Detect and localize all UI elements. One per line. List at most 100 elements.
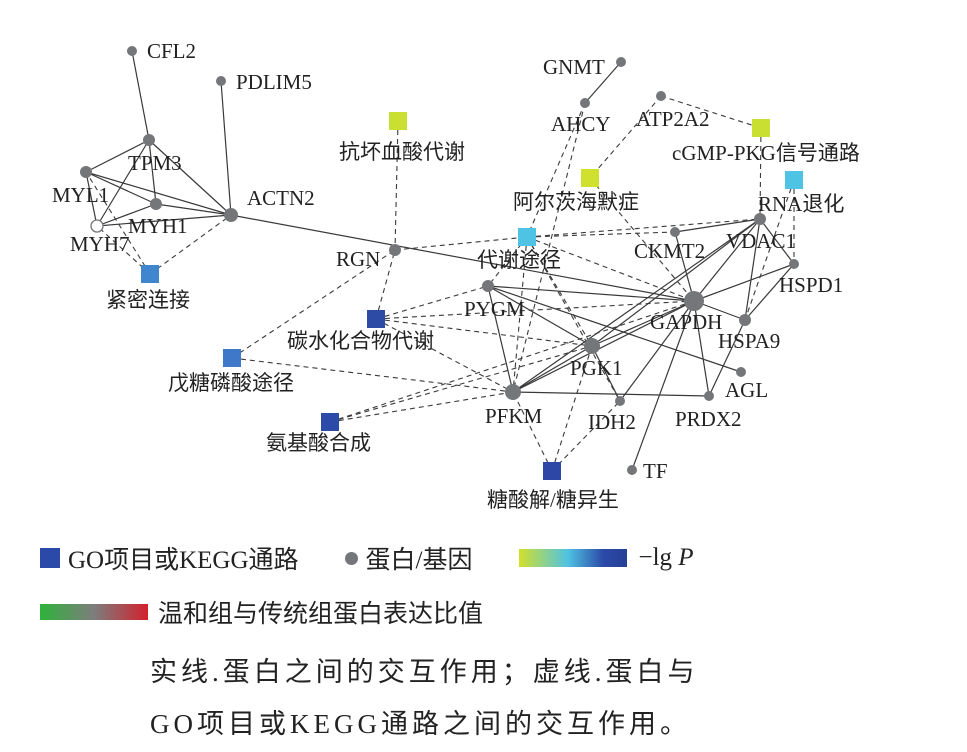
dashed-edge-amino-gapdh (329, 300, 695, 423)
node-label-ahcy: AHCY (551, 112, 611, 136)
edge-tpm3-actn2 (148, 139, 232, 216)
node-label-metabolic: 代谢途径 (477, 248, 561, 272)
term-node-cgmp[interactable] (752, 119, 770, 137)
protein-node-prdx2[interactable] (704, 391, 714, 401)
dashed-edge-carb-pfkm (375, 318, 514, 393)
edge-myh1-myh7 (96, 203, 157, 227)
legend-protein: 蛋白/基因 (344, 540, 473, 576)
protein-node-ckmt2[interactable] (670, 227, 680, 237)
protein-node-rgn[interactable] (389, 244, 401, 256)
term-node-carb[interactable] (367, 310, 385, 328)
protein-node-cfl2[interactable] (127, 46, 137, 56)
term-node-ascorbate[interactable] (389, 112, 407, 130)
edge-pgk1-idh2 (591, 345, 621, 402)
term-node-rna[interactable] (785, 171, 803, 189)
legend-protein-label: 蛋白/基因 (365, 547, 473, 574)
protein-node-vdac1[interactable] (754, 213, 766, 225)
node-label-gapdh: GAPDH (650, 310, 722, 334)
edge-cfl2-tpm3 (131, 50, 150, 141)
protein-node-pdlim5[interactable] (216, 76, 226, 86)
dashed-edge-cgmp-vdac1 (759, 127, 762, 220)
node-label-rgn: RGN (336, 247, 380, 271)
edge-gnmt-ahcy (584, 61, 622, 104)
protein-node-agl[interactable] (736, 367, 746, 377)
legend-ratio-gradient (40, 604, 148, 620)
protein-node-myh1[interactable] (150, 198, 162, 210)
edge-pfkm-prdx2 (512, 391, 710, 397)
node-label-myl1: MYL1 (52, 183, 109, 207)
edge-pfkm-vdac1 (512, 218, 761, 393)
node-label-pygm: PYGM (464, 297, 525, 321)
protein-node-gapdh[interactable] (684, 291, 704, 311)
dashed-edge-metabolic-idh2 (526, 236, 621, 402)
protein-node-hspd1[interactable] (789, 259, 799, 269)
node-label-pdlim5: PDLIM5 (236, 70, 312, 94)
term-node-metabolic[interactable] (518, 228, 536, 246)
node-label-rna: RNA退化 (758, 192, 844, 216)
edge-gapdh-vdac1 (693, 218, 761, 302)
edge-gapdh-tf (631, 300, 695, 471)
protein-node-pfkm[interactable] (505, 384, 521, 400)
protein-node-idh2[interactable] (615, 396, 625, 406)
edge-pdlim5-actn2 (220, 80, 232, 216)
protein-node-ahcy[interactable] (580, 98, 590, 108)
node-label-hspd1: HSPD1 (779, 273, 843, 297)
node-label-alzheimer: 阿尔茨海默症 (513, 190, 639, 214)
dashed-edge-metabolic-ckmt2 (526, 231, 676, 238)
protein-node-gnmt[interactable] (616, 57, 626, 67)
node-label-idh2: IDH2 (588, 410, 636, 434)
dashed-edge-pentose-rgn (231, 249, 396, 359)
protein-node-hspa9[interactable] (739, 314, 751, 326)
node-label-pfkm: PFKM (485, 404, 543, 428)
dashed-edge-glycolysis-pgk1 (551, 345, 593, 472)
legend-term: GO项目或KEGG通路 (40, 540, 299, 576)
dashed-edge-carb-rgn (375, 249, 396, 320)
node-label-pgk1: PGK1 (570, 356, 623, 380)
edge-pygm-pfkm (487, 285, 514, 393)
term-node-glycolysis[interactable] (543, 462, 561, 480)
edge-gapdh-pgk1 (591, 300, 695, 347)
node-label-ascorbate: 抗坏血酸代谢 (339, 140, 465, 164)
protein-node-myl1[interactable] (80, 166, 92, 178)
legend-pvalue-label: −lg P (638, 544, 694, 571)
protein-node-pygm[interactable] (482, 280, 494, 292)
dashed-edge-ahcy-pfkm (512, 102, 586, 393)
dashed-edge-metabolic-gapdh (526, 236, 695, 302)
edge-myl1-actn2 (85, 171, 232, 216)
node-label-tpm3: TPM3 (128, 151, 182, 175)
node-label-cfl2: CFL2 (147, 39, 196, 63)
node-label-amino: 氨基酸合成 (266, 431, 371, 455)
legend-row-2: 温和组与传统组蛋白表达比值 (40, 594, 529, 630)
dashed-edge-tight-actn2 (149, 214, 232, 275)
node-label-carb: 碳水化合物代谢 (287, 329, 434, 353)
node-label-glycolysis: 糖酸解/糖异生 (487, 488, 619, 512)
protein-node-atp2a2[interactable] (656, 91, 666, 101)
edge-vdac1-hspd1 (759, 218, 795, 265)
dashed-edge-pentose-pfkm (231, 357, 514, 393)
term-node-amino[interactable] (321, 413, 339, 431)
protein-term-edges (85, 95, 795, 472)
protein-node-tpm3[interactable] (143, 134, 155, 146)
protein-node-myh7[interactable] (90, 219, 104, 233)
term-node-pentose[interactable] (223, 349, 241, 367)
edge-actn2-gapdh (230, 214, 695, 302)
term-node-tight[interactable] (141, 265, 159, 283)
node-label-cgmp: cGMP-PKG信号通路 (672, 141, 860, 165)
protein-node-tf[interactable] (627, 465, 637, 475)
dashed-edge-glycolysis-idh2 (551, 400, 621, 472)
edge-gapdh-hspd1 (693, 263, 795, 302)
protein-node-pgk1[interactable] (584, 338, 600, 354)
edge-myl1-myh7 (85, 171, 98, 227)
caption-line-2: GO项目或KEGG通路之间的交互作用。 (150, 709, 691, 739)
protein-protein-edges (85, 50, 795, 471)
edge-myl1-myh1 (85, 171, 157, 205)
edge-pygm-gapdh (487, 285, 695, 302)
term-node-alzheimer[interactable] (581, 169, 599, 187)
edge-tpm3-myh1 (148, 139, 157, 205)
dashed-edge-tight-myl1 (85, 171, 151, 275)
protein-node-actn2[interactable] (224, 208, 238, 222)
legend-ratio-label: 温和组与传统组蛋白表达比值 (158, 601, 484, 628)
node-label-myh1: MYH1 (128, 214, 188, 238)
